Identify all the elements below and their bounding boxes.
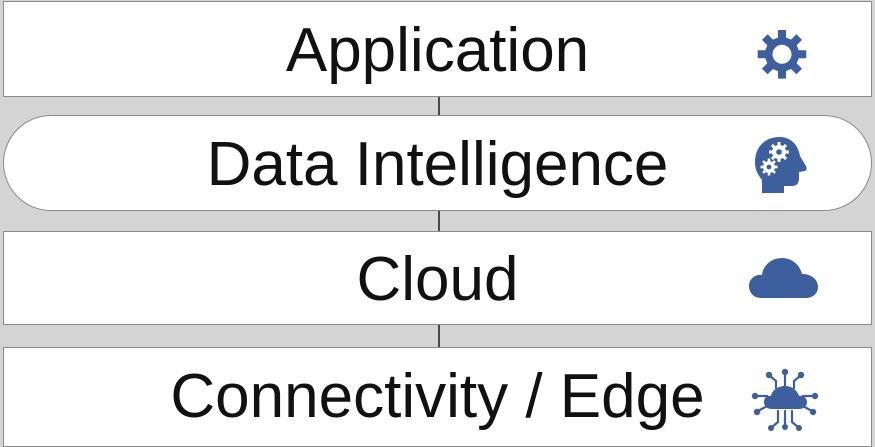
connector-line bbox=[438, 211, 440, 231]
layer-label-data-intelligence: Data Intelligence bbox=[206, 130, 669, 199]
layer-label-cloud: Cloud bbox=[356, 245, 519, 314]
gear-icon bbox=[747, 20, 817, 90]
layer-label-application: Application bbox=[285, 16, 590, 85]
cloud-icon bbox=[747, 255, 821, 301]
layer-connectivity-edge bbox=[3, 347, 872, 447]
head-gears-icon bbox=[750, 133, 814, 197]
connector-line bbox=[438, 97, 440, 115]
layer-application bbox=[3, 1, 872, 97]
layer-label-connectivity-edge: Connectivity / Edge bbox=[170, 362, 705, 431]
cloud-network-icon bbox=[750, 367, 820, 431]
connector-line bbox=[438, 325, 440, 347]
layer-cloud bbox=[3, 231, 872, 325]
layer-data-intelligence bbox=[3, 115, 872, 211]
